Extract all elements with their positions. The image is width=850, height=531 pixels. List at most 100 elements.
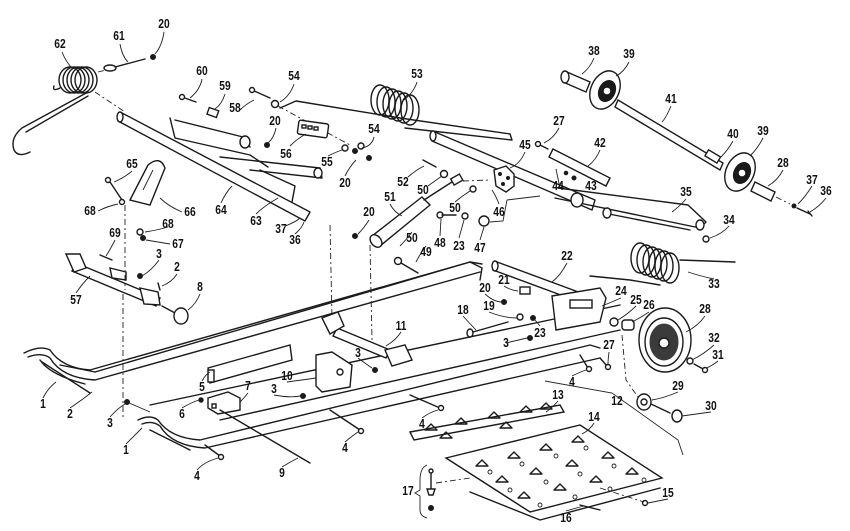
callout-41: 41 [665,91,677,106]
pin-69 [99,254,113,261]
grease-fittings-43-44 [555,168,577,189]
nut-67 [140,235,146,241]
washer-25 [609,317,619,327]
callout-54: 54 [288,68,300,83]
callout-10: 10 [281,368,293,383]
guide-line-left [122,205,126,420]
nut-3-center [372,367,378,373]
bracket-46-leader [489,195,541,223]
callout-36: 36 [820,183,832,198]
spacer-28-top [750,181,776,202]
callout-66: 66 [184,204,196,219]
slide-rail-right [137,344,601,451]
callout-20: 20 [158,16,170,31]
callout-39: 39 [757,123,769,138]
bolt-18 [466,321,509,338]
bolt-4-lower-center [329,409,365,435]
bolt-31 [693,363,709,374]
bolt-30 [650,403,683,423]
callout-47: 47 [474,240,486,255]
callout-20: 20 [479,280,491,295]
callout-33: 33 [708,276,720,291]
callout-8: 8 [197,279,203,294]
callout-67: 67 [172,236,184,251]
callout-63: 63 [250,213,262,228]
spacer-rear [570,192,584,208]
bolt-4-center [409,394,445,412]
wear-strip-13 [408,402,566,441]
callout-17: 17 [402,483,414,498]
leader-lines [42,31,827,512]
callout-25: 25 [630,292,642,307]
callout-60: 60 [196,63,208,78]
callout-64: 64 [215,202,227,217]
bracket-45 [462,165,515,193]
spacer-26 [621,319,635,331]
callout-2: 2 [67,406,73,421]
callout-2: 2 [174,259,180,274]
clip-21 [519,286,531,295]
callout-34: 34 [723,212,735,227]
cross-shaft-11 [321,224,413,367]
fastener-kit-17 [414,464,471,519]
callout-57: 57 [70,292,82,307]
callout-20: 20 [269,113,281,128]
callout-11: 11 [395,318,407,333]
washer-19 [516,313,524,321]
nut-20-rear [501,299,507,305]
callout-52: 52 [397,174,409,189]
bolt-58 [248,86,271,99]
washer-32 [686,357,694,365]
callout-43: 43 [585,178,597,193]
callout-3: 3 [503,335,509,350]
callout-21: 21 [498,272,510,287]
callout-4: 4 [342,440,348,455]
callout-50: 50 [449,200,461,215]
nut-20-b [352,148,358,154]
callout-54: 54 [368,121,380,136]
rear-cross-shaft [429,130,596,211]
callout-23: 23 [534,325,546,340]
idler-wheel-39-b [724,152,756,192]
bolt-52 [422,159,437,168]
callout-53: 53 [411,66,423,81]
nut-20-d [352,233,358,239]
callout-32: 32 [708,330,720,345]
callout-9: 9 [279,465,285,480]
callout-50: 50 [406,230,418,245]
callout-26: 26 [643,297,655,312]
callout-4: 4 [194,468,200,483]
callout-3: 3 [107,415,113,430]
rail-support-5 [207,344,293,384]
bolt-4-lower-left [204,444,225,461]
bushing-34 [702,235,710,243]
bolt-65 [104,176,123,201]
callout-3: 3 [271,381,277,396]
callout-50: 50 [417,182,429,197]
callout-27: 27 [553,113,565,128]
shock-absorber-51 [369,173,464,248]
spring-arm-53 [279,100,513,141]
callout-31: 31 [712,347,724,362]
callout-20: 20 [363,204,375,219]
callout-16: 16 [560,510,572,525]
nut-3-center-lower [300,393,306,399]
bolt-27-rear [599,357,612,371]
callout-61: 61 [113,28,125,43]
callout-56: 56 [280,146,292,161]
callout-35: 35 [680,184,692,199]
washer-47 [478,215,490,227]
block-7 [207,391,241,415]
callout-3: 3 [355,345,361,360]
callout-37: 37 [806,172,818,187]
callout-6: 6 [179,406,185,421]
spring-pin-61 [97,54,156,73]
bolt-27-top [534,140,549,150]
callout-42: 42 [594,135,606,150]
idler-wheel-39-a [589,70,621,110]
rear-arm-35 [554,187,707,231]
callout-37: 37 [275,221,287,236]
idler-axle-41 [614,98,724,172]
callout-49: 49 [420,244,432,259]
callout-51: 51 [384,189,396,204]
